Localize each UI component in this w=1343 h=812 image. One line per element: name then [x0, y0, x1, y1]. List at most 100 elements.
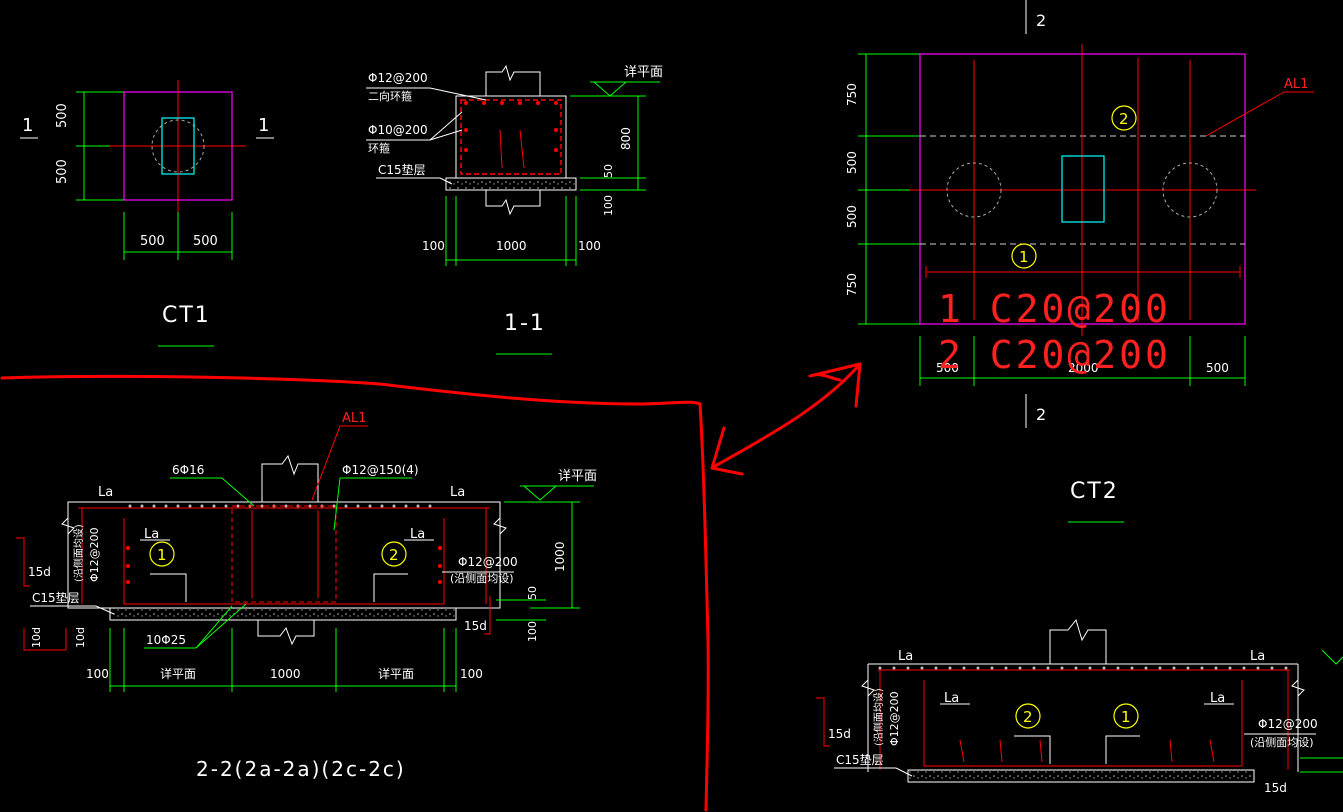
sec22-top-rebar-dot: [164, 504, 168, 508]
partial-top-rebar-dot: [1130, 666, 1134, 670]
sec22-top-rebar-dot: [188, 504, 192, 508]
sec22-elev: 详平面: [558, 469, 597, 484]
sec11-rebar-cage: [460, 99, 562, 175]
partial-top-rebar-dot: [1032, 666, 1036, 670]
sec22-top-rebar-dot: [200, 504, 204, 508]
ct2-pile-right: [1162, 162, 1218, 218]
ct2-dim-2000: 2000: [1068, 361, 1099, 375]
ct1-column: [161, 117, 195, 175]
sec22-top-rebar-dot: [212, 504, 216, 508]
sec11-dim-1000: 1000: [496, 239, 527, 253]
sec22-top-rebar-dot: [368, 504, 372, 508]
sec22-la-tr: La: [450, 485, 465, 500]
partial-la-tr: La: [1250, 649, 1265, 664]
partial-top-rebar-dot: [1116, 666, 1120, 670]
ct2-dim-500-b: 500: [845, 205, 859, 228]
partial-top-rebar-dot: [976, 666, 980, 670]
partial-top-rebar-dot: [906, 666, 910, 670]
ct2-marker-1: [1011, 243, 1037, 269]
sec11-cap: [455, 95, 567, 179]
partial-top-rebar-dot: [1242, 666, 1246, 670]
sec22-10d-left: 10d: [30, 627, 43, 648]
partial-top-rebar-dot: [1102, 666, 1106, 670]
partial-top-rebar-dot: [1158, 666, 1162, 670]
ct2-dim-500-c: 500: [936, 361, 959, 375]
sec11-rebar-top: Φ12@200: [368, 71, 428, 85]
freehand-arrow-head-left: [710, 426, 744, 476]
ct2-marker-1-text: 1: [1019, 248, 1029, 266]
ct2-column: [1061, 155, 1105, 223]
sec22-pad-label: C15垫层: [32, 590, 80, 605]
sec11-dim-50: 50: [602, 164, 615, 178]
sec11-dim-100-r: 100: [578, 239, 601, 253]
partial-top-rebar-dot: [1074, 666, 1078, 670]
partial-marker-2-text: 2: [1023, 708, 1033, 726]
ct1-dim-500-a: 500: [55, 103, 70, 128]
sec22-top-bars: 6Φ16: [172, 463, 204, 477]
partial-top-rebar-dot: [1200, 666, 1204, 670]
sec22-la-ml: La: [144, 527, 159, 542]
sec22-title: 2-2(2a-2a)(2c-2c): [196, 757, 406, 781]
sec22-bottom-bars: 10Φ25: [146, 633, 186, 647]
partial-marker-2: [1015, 703, 1041, 729]
ct1-title: CT1: [162, 303, 211, 328]
partial-top-rebar-dot: [1004, 666, 1008, 670]
sec22-side-note-left: (沿侧面均设): [72, 524, 85, 582]
partial-marker-1: [1113, 703, 1139, 729]
sec22-dim-1000: 1000: [270, 667, 301, 681]
sec11-dim-800: 800: [619, 127, 633, 150]
ct2-dim-750-b: 750: [845, 273, 859, 296]
ct2-title: CT2: [1070, 479, 1119, 504]
partial-top-rebar-dot: [1060, 666, 1064, 670]
ct2-dim-750-a: 750: [845, 83, 859, 106]
sec11-dim-100-v: 100: [602, 195, 615, 216]
sec22-plan-ref-left: 详平面: [160, 666, 196, 681]
sec22-top-rebar-dot: [236, 504, 240, 508]
sec22-marker-2-text: 2: [389, 546, 399, 564]
ct1-section-mark-right: 1: [258, 115, 269, 136]
partial-top-rebar-dot: [1046, 666, 1050, 670]
sec22-la-mr: La: [410, 527, 425, 542]
section-2-2: La La La La 1 2 AL1 6Φ16 Φ12@150(4) 详平面 …: [16, 411, 1288, 781]
sec22-marker-1-text: 1: [157, 546, 167, 564]
sec11-title: 1-1: [504, 311, 546, 336]
sec22-dim-100-r: 100: [460, 667, 483, 681]
partial-15d-left: 15d: [828, 727, 851, 741]
ct1-dim-500-b: 500: [55, 159, 70, 184]
partial-side-note-left: (沿侧面均设): [872, 688, 885, 746]
partial-la-mr: La: [1210, 691, 1225, 706]
partial-top-rebar-dot: [892, 666, 896, 670]
ct2-pile-left: [946, 162, 1002, 218]
sec22-side-note-right: (沿侧面均设): [450, 572, 514, 585]
sec22-top-rebar-dot: [224, 504, 228, 508]
ct2-marker-2: [1111, 105, 1137, 131]
sec22-marker-1: [149, 541, 175, 567]
sec22-top-rebar-dot: [140, 504, 144, 508]
partial-top-rebar-dot: [1172, 666, 1176, 670]
sec22-dim-50: 50: [526, 586, 539, 600]
freehand-markup: [0, 362, 862, 812]
sec11-dim-100-l: 100: [422, 239, 445, 253]
sec22-cap: [67, 501, 501, 609]
sec22-top-rebar-dot: [404, 504, 408, 508]
freehand-arrow-shaft: [710, 362, 862, 470]
ct2-section-mark-bottom: 2: [1036, 405, 1046, 424]
sec22-top-rebar-dot: [344, 504, 348, 508]
partial-top-rebar-dot: [1256, 666, 1260, 670]
sec22-label-al1: AL1: [342, 411, 366, 426]
partial-marker-1-text: 1: [1121, 708, 1131, 726]
sec22-top-rebar-dot: [176, 504, 180, 508]
partial-c15-pad: [907, 769, 1255, 783]
partial-la-tl: La: [898, 649, 913, 664]
partial-top-rebar-dot: [948, 666, 952, 670]
ct2-marker-2-text: 2: [1119, 110, 1129, 128]
partial-top-rebar-dot: [1284, 666, 1288, 670]
freehand-boundary-line: [0, 374, 710, 812]
partial-top-rebar-dot: [1088, 666, 1092, 670]
sec22-side-bars-left: Φ12@200: [88, 527, 101, 582]
ct2-section-mark-top: 2: [1036, 11, 1046, 30]
sec22-top-rebar-dot: [416, 504, 420, 508]
sec11-c15-pad: [445, 177, 577, 191]
ct2-dim-500-d: 500: [1206, 361, 1229, 375]
